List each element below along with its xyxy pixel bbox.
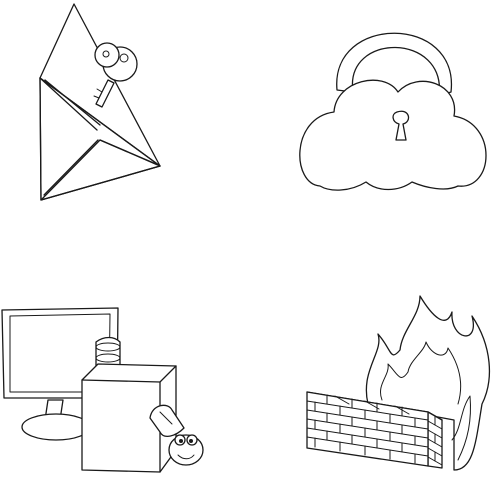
computer-worm-icon bbox=[1, 307, 204, 473]
envelope-key-icon bbox=[39, 3, 161, 201]
worm-head-icon bbox=[149, 404, 204, 466]
keyhole-icon bbox=[392, 110, 410, 141]
key-icon bbox=[93, 42, 138, 108]
brick-rows bbox=[306, 394, 443, 466]
cloud-padlock-icon bbox=[299, 32, 487, 191]
flame-icon bbox=[365, 295, 491, 471]
firewall-icon bbox=[306, 295, 491, 471]
